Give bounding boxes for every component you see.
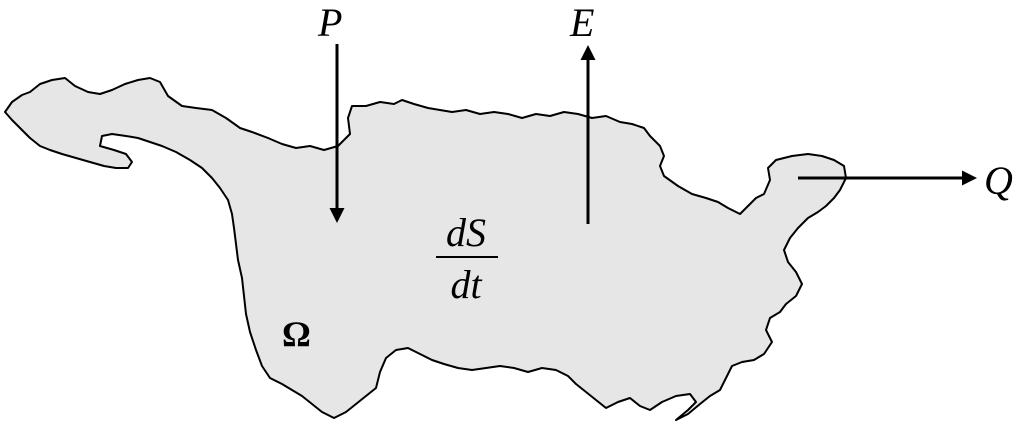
storage-change-numerator: dS [446,210,486,255]
river-basin-region [4,77,847,421]
discharge-label: Q [984,158,1013,203]
storage-change-denominator: dt [450,262,482,307]
evaporation-label: E [569,0,594,45]
precipitation-label: P [317,0,342,45]
domain-label: Ω [282,314,311,354]
